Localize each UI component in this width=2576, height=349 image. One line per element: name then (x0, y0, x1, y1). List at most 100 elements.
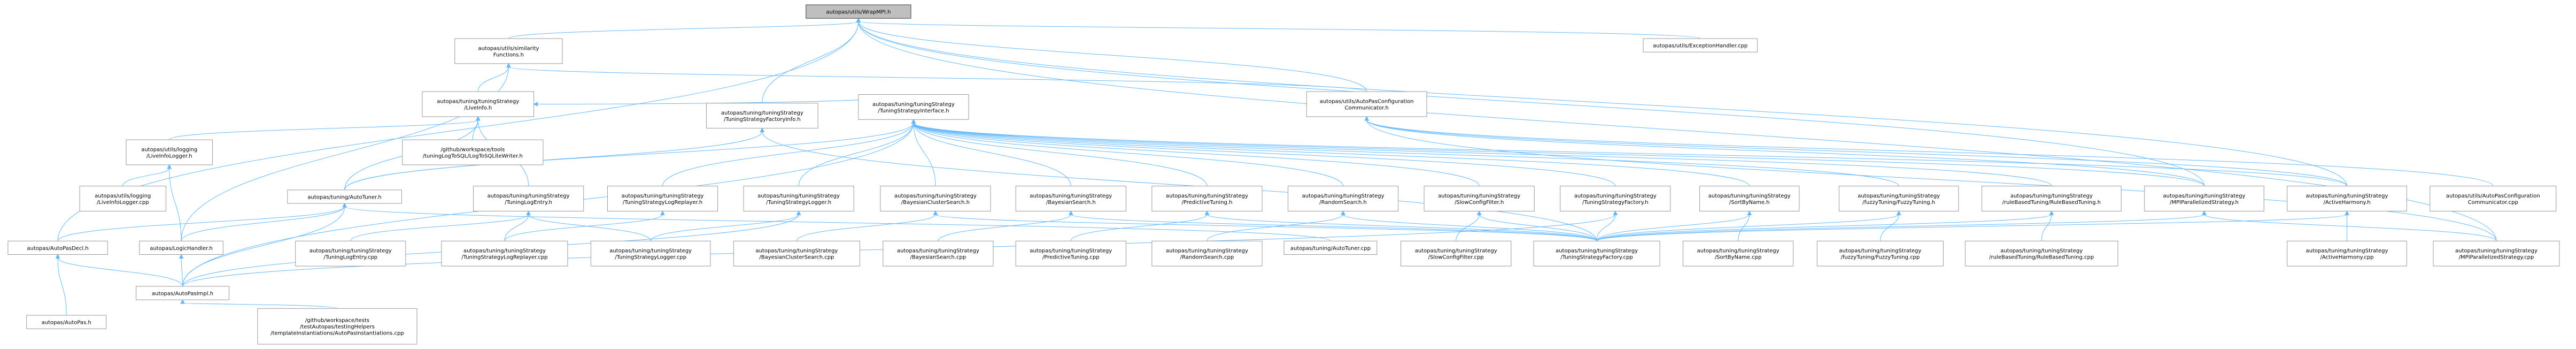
node-box (422, 91, 535, 117)
graph-node[interactable]: autopas/tuning/tuningStrategy/TuningStra… (1533, 240, 1660, 267)
node-box (126, 139, 213, 165)
graph-node[interactable]: autopas/utils/logging/LiveInfoLogger.h (126, 139, 213, 165)
edge-line (762, 21, 859, 103)
graph-node[interactable]: autopas/tuning/tuningStrategy/BayesianCl… (733, 240, 860, 267)
graph-node[interactable]: autopas/tuning/tuningStrategy/TuningStra… (607, 186, 718, 211)
graph-node[interactable]: autopas/tuning/tuningStrategy/ActiveHarm… (2287, 186, 2407, 211)
graph-node[interactable]: autopas/tuning/tuningStrategy/TuningLogE… (473, 186, 584, 211)
graph-node[interactable]: autopas/AutoPasDecl.h (7, 240, 108, 255)
graph-node[interactable]: autopas/utils/AutoPasConfigurationCommun… (2430, 186, 2557, 211)
graph-node[interactable]: autopas/utils/ExceptionHandler.cpp (1643, 38, 1758, 52)
graph-node[interactable]: autopas/tuning/tuningStrategy/TuningStra… (743, 186, 854, 211)
node-label: /ActiveHarmony.cpp (2320, 255, 2374, 261)
node-label: /BayesianSearch.cpp (910, 255, 966, 261)
edge-line (2041, 214, 2052, 241)
node-box (1816, 240, 1944, 267)
node-box (1699, 186, 1800, 211)
node-label: autopas/tuning/tuningStrategy (894, 193, 977, 199)
node-box (1288, 186, 1399, 211)
node-layer: autopas/utils/WrapMPI.h autopas/utils/sim… (7, 4, 2560, 345)
node-label: /MPIParallelizedStrategy.cpp (2459, 255, 2534, 261)
graph-node[interactable]: autopas/tuning/tuningStrategy/fuzzyTunin… (1816, 240, 1944, 267)
node-box (1401, 240, 1512, 267)
graph-node[interactable]: /github/workspace/tools/tuningLogToSQL/L… (402, 139, 544, 165)
edge-line (913, 123, 2204, 186)
graph-node[interactable]: autopas/tuning/tuningStrategy/SlowConfig… (1424, 186, 1535, 211)
node-label: /TuningLogEntry.h (505, 200, 552, 206)
graph-node[interactable]: autopas/tuning/tuningStrategy/BayesianSe… (883, 240, 994, 267)
graph-edge (762, 18, 861, 103)
node-label: autopas/tuning/tuningStrategy (310, 248, 392, 254)
graph-node[interactable]: autopas/tuning/tuningStrategy/TuningStra… (1560, 186, 1671, 211)
graph-node[interactable]: autopas/utils/WrapMPI.h (806, 4, 911, 19)
graph-edge (1341, 210, 1597, 241)
graph-node[interactable]: autopas/tuning/tuningStrategy/ActiveHarm… (2287, 240, 2407, 267)
graph-node[interactable]: autopas/tuning/tuningStrategy/Predictive… (1151, 186, 1263, 211)
node-box (26, 315, 107, 329)
node-label: autopas/tuning/tuningStrategy (1708, 193, 1791, 199)
edge-arrowhead (1476, 210, 1482, 215)
node-label: autopas/utils/WrapMPI.h (826, 10, 891, 16)
graph-node[interactable]: autopas/tuning/tuningStrategy/ruleBasedT… (1981, 186, 2122, 211)
edge-line (1596, 214, 2204, 241)
node-box (454, 38, 563, 64)
graph-node[interactable]: autopas/tuning/tuningStrategy/TuningStra… (858, 94, 969, 120)
edge-arrowhead (526, 210, 531, 215)
graph-edge (55, 254, 183, 287)
graph-node[interactable]: autopas/tuning/AutoTuner.h (287, 189, 402, 204)
graph-edge (2202, 210, 2497, 241)
graph-node[interactable]: autopas/utils/AutoPasConfigurationCommun… (1306, 91, 1427, 117)
edge-arrowhead (167, 164, 172, 169)
node-label: /TuningStrategyLogger.cpp (615, 255, 686, 261)
graph-edge (526, 210, 651, 241)
graph-node[interactable]: autopas/tuning/tuningStrategy/LiveInfo.h (422, 91, 535, 117)
node-box (1306, 91, 1427, 117)
node-label: /TuningStrategyFactoryInfo.h (724, 117, 801, 123)
graph-node[interactable]: autopas/tuning/tuningStrategy/TuningLogE… (295, 240, 406, 267)
edge-line (913, 123, 1750, 186)
graph-node[interactable]: autopas/tuning/tuningStrategy/SortByName… (1699, 186, 1800, 211)
node-label: autopas/tuning/tuningStrategy (872, 102, 955, 108)
graph-node[interactable]: autopas/tuning/tuningStrategy/TuningStra… (441, 240, 568, 267)
edge-line (662, 123, 914, 186)
graph-node[interactable]: autopas/tuning/tuningStrategy/RandomSear… (1288, 186, 1399, 211)
graph-node[interactable]: autopas/tuning/tuningStrategy/TuningStra… (706, 103, 818, 129)
node-label: /TuningStrategyLogReplayer.h (623, 200, 703, 206)
graph-node[interactable]: autopas/tuning/tuningStrategy/BayesianCl… (880, 186, 991, 211)
graph-node[interactable]: autopas/tuning/tuningStrategy/SortByName… (1682, 240, 1794, 267)
graph-node[interactable]: autopas/tuning/tuningStrategy/Predictive… (1015, 240, 1126, 267)
graph-node[interactable]: autopas/tuning/tuningStrategy/MPIParalle… (2433, 240, 2560, 267)
graph-node[interactable]: autopas/LogicHandler.h (139, 240, 223, 255)
node-label: autopas/tuning/tuningStrategy (437, 99, 519, 105)
edge-line (1343, 214, 1597, 241)
node-box (1533, 240, 1660, 267)
graph-node[interactable]: autopas/tuning/tuningStrategy/fuzzyTunin… (1838, 186, 1959, 211)
graph-node[interactable]: autopas/tuning/AutoTuner.cpp (1283, 240, 1378, 255)
node-label: /ruleBasedTuning/RuleBasedTuning.h (2002, 200, 2101, 206)
node-label: autopas/tuning/tuningStrategy (609, 248, 692, 254)
node-box (441, 240, 568, 267)
graph-node[interactable]: autopas/AutoPasImpl.h (136, 286, 229, 300)
edge-line (1206, 214, 1597, 241)
node-label: /PredictiveTuning.cpp (1042, 255, 1100, 261)
graph-node[interactable]: autopas/tuning/tuningStrategy/BayesianSe… (1015, 186, 1126, 211)
graph-edge (1596, 210, 2349, 241)
graph-edge (911, 119, 1344, 186)
graph-node[interactable]: autopas/AutoPas.h (26, 315, 107, 329)
graph-node[interactable]: autopas/tuning/tuningStrategy/SlowConfig… (1401, 240, 1512, 267)
graph-node[interactable]: autopas/utils/logging/LiveInfoLogger.cpp (79, 186, 167, 211)
node-label: autopas/AutoPas.h (42, 320, 91, 326)
graph-node[interactable]: autopas/tuning/tuningStrategy/ruleBasedT… (1964, 240, 2118, 267)
graph-node[interactable]: autopas/tuning/tuningStrategy/TuningStra… (590, 240, 711, 267)
graph-node[interactable]: autopas/tuning/tuningStrategy/RandomSear… (1151, 240, 1263, 267)
graph-node[interactable]: autopas/tuning/tuningStrategy/MPIParalle… (2144, 186, 2264, 211)
node-label: autopas/AutoPasImpl.h (152, 291, 213, 297)
node-label: autopas/tuning/tuningStrategy (1415, 248, 1497, 254)
graph-edge (180, 299, 338, 309)
node-label: autopas/tuning/tuningStrategy (2306, 193, 2388, 199)
graph-node[interactable]: /github/workspace/tests/testAutopas/test… (257, 308, 417, 345)
graph-edge (1069, 210, 1597, 241)
node-label: autopas/AutoPasDecl.h (27, 246, 88, 252)
node-label: autopas/tuning/tuningStrategy (1030, 248, 1112, 254)
